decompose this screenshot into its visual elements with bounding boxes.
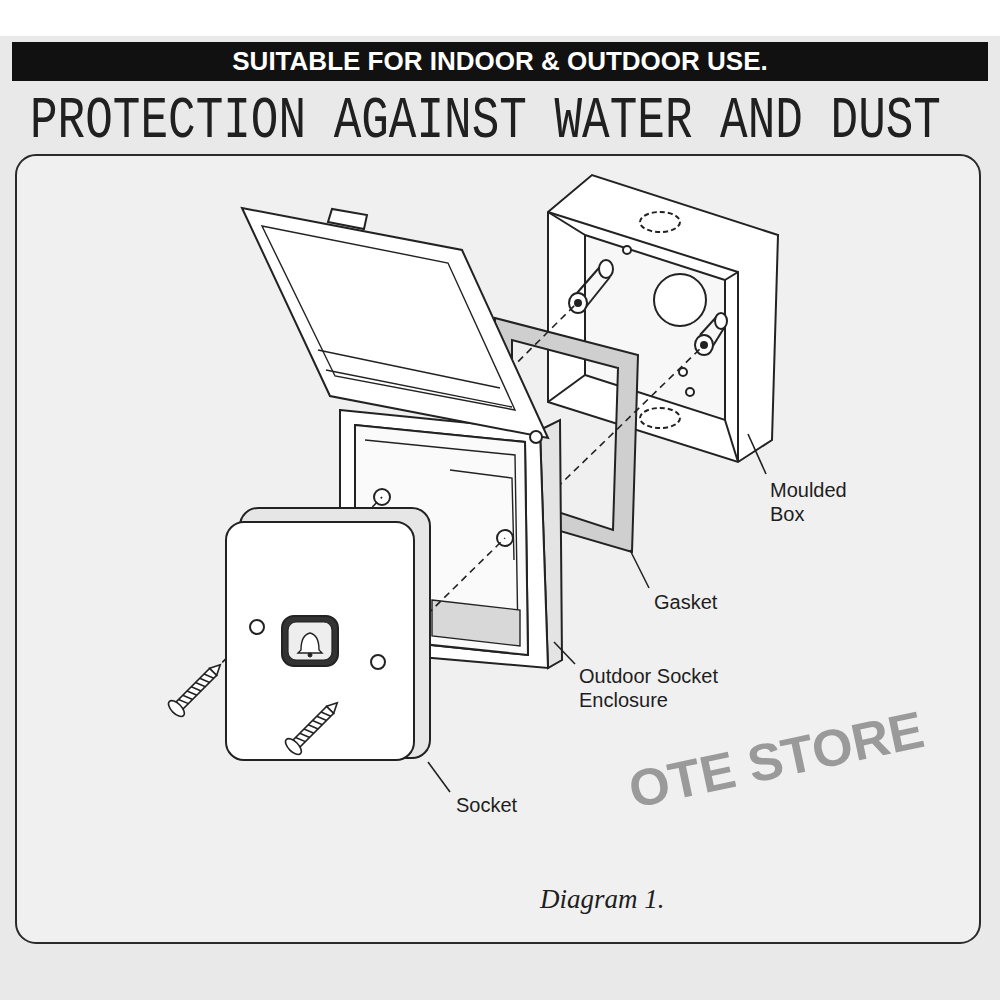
socket-plate-part — [298, 633, 322, 653]
moulded-box-part — [686, 388, 694, 396]
moulded-box-part — [725, 272, 738, 280]
socket-plate-part — [308, 653, 312, 657]
screw-part — [321, 709, 331, 719]
screw-part — [304, 726, 314, 736]
screw-part — [196, 680, 206, 690]
screw — [166, 658, 228, 720]
screw-part — [317, 713, 327, 723]
moulded-box-part — [548, 375, 585, 402]
screw-part — [283, 736, 304, 757]
diagram-caption: Diagram 1. — [540, 884, 665, 915]
page-top — [0, 0, 1000, 36]
screw-part — [300, 730, 310, 740]
socket-enclosure-part — [318, 350, 500, 388]
screw-part — [191, 684, 201, 694]
socket-enclosure-part — [450, 470, 514, 560]
moulded-box-part — [548, 212, 738, 462]
socket-enclosure-part — [432, 600, 520, 646]
socket-plate-part — [282, 616, 338, 666]
screw-part — [313, 718, 323, 728]
watermark: OTE STORE — [624, 699, 929, 820]
leader-line-part — [630, 550, 649, 588]
part-label: Moulded Box — [770, 478, 870, 526]
part-label: Socket — [456, 793, 576, 817]
diagram-title: PROTECTION AGAINST WATER AND DUST — [30, 88, 941, 156]
moulded-box-part — [715, 313, 727, 329]
part-label: Gasket — [654, 590, 774, 614]
screw-part — [166, 698, 187, 719]
banner-band: SUITABLE FOR INDOOR & OUTDOOR USE. — [12, 42, 988, 81]
socket-plate-part — [250, 620, 264, 634]
screw-part — [200, 675, 210, 685]
leader-line-part — [554, 642, 575, 664]
socket-plate-part — [226, 522, 414, 760]
banner-text: SUITABLE FOR INDOOR & OUTDOOR USE. — [232, 46, 767, 77]
moulded-box-part — [654, 274, 706, 326]
socket-enclosure-part — [326, 370, 512, 407]
screw-part — [204, 671, 214, 681]
moulded-box-part — [548, 175, 778, 462]
socket-plate-part — [288, 622, 332, 660]
leader-line-part — [748, 434, 766, 474]
moulded-box-part — [599, 260, 613, 278]
socket-enclosure-part — [530, 431, 542, 443]
screw-part — [183, 692, 193, 702]
part-label: Outdoor Socket Enclosure — [579, 664, 779, 712]
socket-enclosure-part — [242, 208, 548, 438]
screw — [283, 696, 345, 758]
moulded-box — [548, 175, 778, 462]
moulded-box-part — [569, 293, 587, 313]
screw-part — [210, 661, 224, 675]
panel-frame — [16, 155, 980, 943]
socket-enclosure-part — [262, 226, 515, 410]
moulded-box-part — [679, 368, 687, 376]
socket-plate-part — [371, 655, 385, 669]
screw-part — [187, 688, 197, 698]
socket-plate — [226, 508, 430, 760]
moulded-box-part — [623, 246, 631, 254]
moulded-box-part — [725, 420, 738, 462]
moulded-box-part — [640, 212, 680, 232]
screw-part — [174, 668, 216, 710]
screw-part — [291, 706, 333, 748]
moulded-box-part — [575, 300, 581, 306]
moulded-box-part — [548, 212, 585, 235]
screw-part — [308, 722, 318, 732]
screw-part — [327, 699, 341, 713]
socket-enclosure-part — [328, 209, 367, 229]
moulded-box-part — [640, 408, 680, 428]
leader-line-part — [428, 762, 450, 792]
